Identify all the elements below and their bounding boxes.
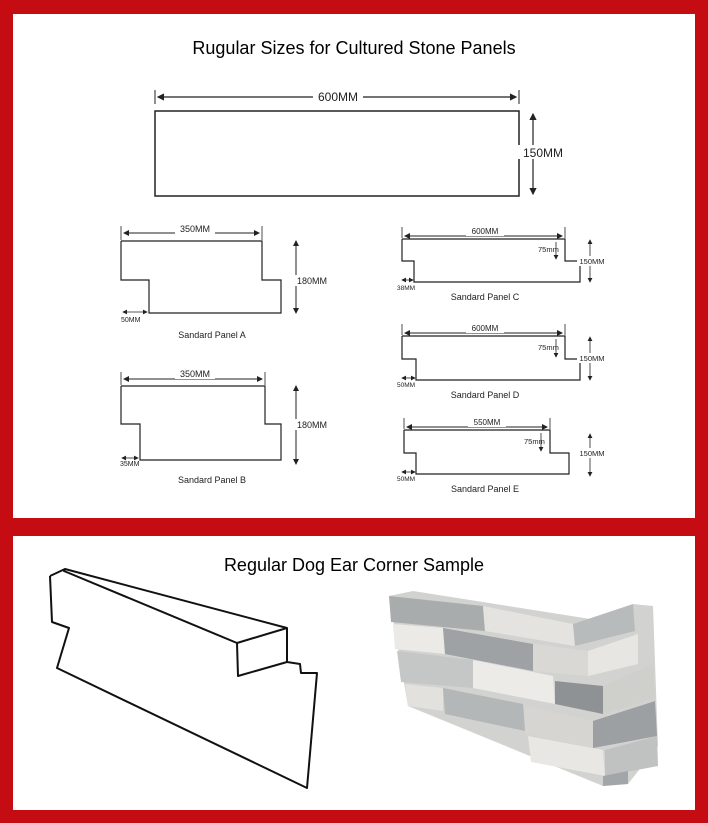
corner-sample-panel: Regular Dog Ear Corner Sample [13, 536, 695, 810]
panel-a-width-bg [175, 223, 215, 234]
sizes-diagram: 600MM 150MM 350MM 180MM 50MM Sandard Pan… [120, 89, 607, 494]
panel-a-height-bg [293, 275, 331, 286]
panel-b-width-label: 350MM [180, 369, 210, 379]
panel-e-step-label: 75mm [524, 437, 545, 446]
panel-c-outline [401, 238, 581, 283]
panel-c-width-bg [466, 226, 504, 236]
panel-a-height-label: 180MM [297, 276, 327, 286]
panel-d-width-label: 600MM [472, 324, 499, 333]
panel-b-offset-label: 35MM [120, 461, 140, 468]
main-panel-height-label: 150MM [523, 146, 563, 160]
panel-c: 600MM 75mm 150MM 38MM Sandard Panel C [397, 226, 607, 302]
panel-d-height-bg [577, 353, 607, 363]
corner-outline-drawing [49, 568, 318, 789]
panel-c-width-label: 600MM [472, 227, 499, 236]
panel-c-height-bg [577, 256, 607, 266]
panel-a-offset-label: 50MM [121, 317, 141, 324]
corner-sample-graphics [49, 568, 658, 789]
main-panel: 600MM 150MM [154, 89, 568, 197]
panel-e-height-label: 150MM [579, 449, 604, 458]
main-panel-width-bg [313, 89, 363, 103]
corner-outline-inner-edge [63, 568, 288, 644]
panel-d: 600MM 75mm 150MM 50MM Sandard Panel D [397, 323, 607, 400]
panel-e-offset-label: 50MM [397, 476, 415, 483]
main-panel-height-bg [518, 145, 568, 159]
panel-d-height-label: 150MM [579, 354, 604, 363]
panel-e: 550MM 75mm 150MM 50MM Sandard Panel E [397, 417, 607, 494]
panel-d-step-label: 75mm [538, 343, 559, 352]
panel-b: 350MM 180MM 35MM Sandard Panel B [120, 368, 331, 485]
panel-b-caption: Sandard Panel B [178, 475, 246, 485]
panel-b-height-label: 180MM [297, 420, 327, 430]
panel-a-outline [120, 240, 282, 314]
panel-e-height-bg [577, 448, 607, 458]
panel-b-height-bg [293, 419, 331, 430]
panel-d-outline [401, 335, 581, 381]
corner-sample-title: Regular Dog Ear Corner Sample [223, 555, 485, 575]
panel-b-width-bg [175, 368, 215, 379]
panel-c-step-label: 75mm [538, 245, 559, 254]
panel-e-width-bg [468, 417, 506, 427]
corner-outline-return [236, 642, 288, 677]
panel-c-caption: Sandard Panel C [451, 292, 520, 302]
panel-e-caption: Sandard Panel E [451, 484, 519, 494]
stone-sample-photo [389, 591, 658, 786]
panel-d-offset-label: 50MM [397, 382, 415, 389]
panel-d-width-bg [466, 323, 504, 333]
panel-e-outline [403, 429, 570, 475]
panel-a-caption: Sandard Panel A [178, 330, 246, 340]
panel-a: 350MM 180MM 50MM Sandard Panel A [120, 223, 331, 340]
stone-piece [389, 596, 485, 631]
sizes-title: Rugular Sizes for Cultured Stone Panels [192, 38, 516, 58]
sizes-panel: Rugular Sizes for Cultured Stone Panels … [13, 14, 695, 518]
main-panel-outline [154, 110, 520, 197]
panel-d-caption: Sandard Panel D [451, 390, 520, 400]
panel-c-offset-label: 38MM [397, 285, 415, 292]
panel-c-height-label: 150MM [579, 257, 604, 266]
panel-b-outline [120, 385, 282, 461]
panel-a-width-label: 350MM [180, 224, 210, 234]
panel-e-width-label: 550MM [474, 418, 501, 427]
main-panel-width-label: 600MM [318, 90, 358, 104]
